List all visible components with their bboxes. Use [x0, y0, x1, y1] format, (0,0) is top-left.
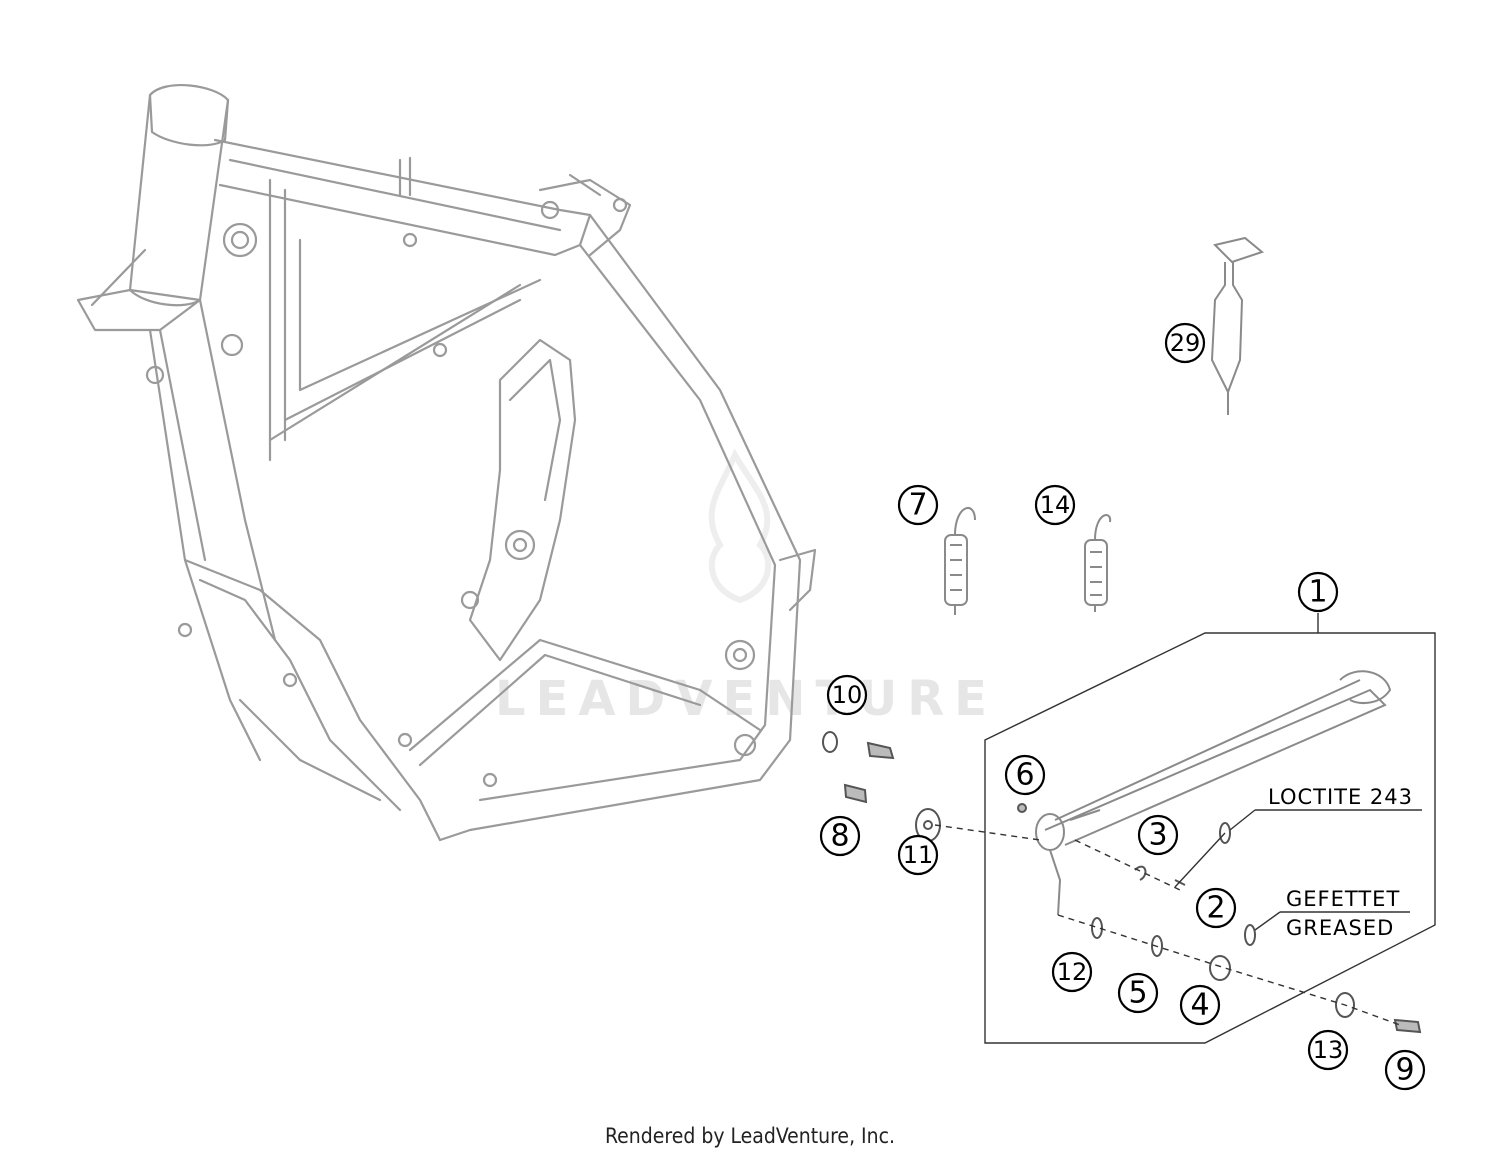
- svg-text:6: 6: [1015, 758, 1034, 793]
- part-29-tool: [1210, 236, 1265, 415]
- svg-text:7: 7: [908, 488, 927, 523]
- callout-7: 7: [897, 484, 939, 526]
- svg-text:9: 9: [1395, 1053, 1414, 1088]
- svg-text:5: 5: [1128, 976, 1147, 1011]
- svg-text:10: 10: [832, 681, 863, 709]
- side-stand-assembly: [1035, 670, 1392, 916]
- callout-12: 12: [1051, 951, 1093, 993]
- note-loctite: LOCTITE 243: [1268, 785, 1413, 809]
- svg-text:14: 14: [1040, 491, 1071, 519]
- callout-4: 4: [1179, 984, 1221, 1026]
- part-14-spring: [1084, 514, 1112, 612]
- callout-29: 29: [1164, 322, 1206, 364]
- svg-text:4: 4: [1190, 988, 1209, 1023]
- note-gefettet: GEFETTET: [1286, 887, 1400, 911]
- svg-text:12: 12: [1057, 958, 1088, 986]
- callout-1: 1: [1297, 571, 1339, 613]
- watermark-text: LEADVENTURE: [495, 671, 997, 727]
- part-7-spring: [944, 507, 976, 615]
- svg-text:29: 29: [1170, 329, 1201, 357]
- callout-2: 2: [1195, 887, 1237, 929]
- callout-8: 8: [819, 815, 861, 857]
- svg-text:2: 2: [1206, 891, 1225, 926]
- callout-11: 11: [897, 834, 939, 876]
- svg-text:8: 8: [830, 819, 849, 854]
- assembly-lines: [934, 824, 1401, 1026]
- assembly-bracket: [984, 613, 1436, 1044]
- callout-10: 10: [826, 674, 868, 716]
- callout-13: 13: [1307, 1029, 1349, 1071]
- callout-6: 6: [1004, 754, 1046, 796]
- callout-14: 14: [1034, 484, 1076, 526]
- footer-credit: Rendered by LeadVenture, Inc.: [605, 1124, 895, 1148]
- frame-illustration: [76, 83, 817, 842]
- callout-5: 5: [1117, 972, 1159, 1014]
- callout-9: 9: [1384, 1049, 1426, 1091]
- svg-text:13: 13: [1313, 1036, 1344, 1064]
- svg-text:1: 1: [1308, 575, 1327, 610]
- svg-text:11: 11: [903, 841, 934, 869]
- svg-text:3: 3: [1148, 818, 1167, 853]
- callouts: 1 2 3 4 5 6 7 8 9 10 11 12 13 14 29: [819, 322, 1426, 1091]
- callout-3: 3: [1137, 814, 1179, 856]
- note-greased: GREASED: [1286, 916, 1394, 940]
